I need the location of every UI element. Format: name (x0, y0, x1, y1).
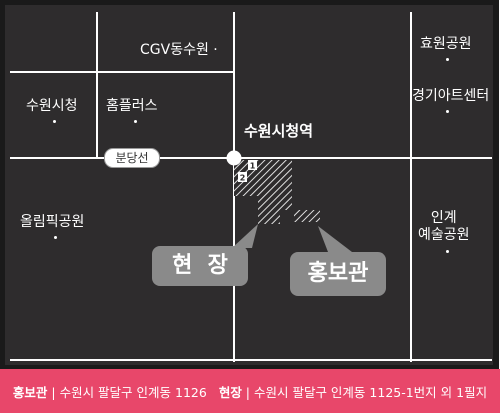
dot-gyeonggi-art-center (446, 110, 449, 113)
label-suwon-city-hall-station: 수원시청역 (244, 122, 314, 140)
pr-hall-callout: 홍보관 (290, 252, 386, 296)
pr-hall-hatch (294, 210, 320, 222)
station-marker (226, 150, 242, 166)
label-olympic-park: 올림픽공원 (20, 214, 85, 230)
footer-pr-label: 홍보관 (12, 384, 48, 400)
bundang-line-badge: 분당선 (104, 148, 160, 168)
dot-homeplus (134, 120, 137, 123)
dot-ingye-arts-park (446, 250, 449, 253)
exit-1-marker (248, 160, 257, 170)
label-gyeonggi-art-center: 경기아트센터 (412, 88, 490, 104)
address-footer: 홍보관 | 수원시 팔달구 인계동 1126 현장 | 수원시 팔달구 인계동 … (0, 369, 500, 413)
exit-2-label: 2 (240, 174, 246, 183)
dot-olympic-park (54, 236, 57, 239)
site-hatch (234, 160, 320, 224)
pr-hall-callout-pointer (318, 226, 352, 252)
exit-2-marker (238, 172, 247, 182)
footer-site-address: | 수원시 팔달구 인계동 1125-1번지 외 1필지 (241, 384, 488, 400)
label-cgv: CGV동수원 · (140, 42, 218, 58)
dot-hyowon-park (446, 58, 449, 61)
footer-pr-address: | 수원시 팔달구 인계동 1126 (47, 384, 207, 400)
site-area-hatch (234, 160, 292, 224)
exit-1-label: 1 (250, 162, 256, 171)
site-callout-pointer (232, 224, 258, 248)
label-ingye-arts-park: 인계 예술공원 (418, 210, 470, 243)
dot-suwon-city-hall (53, 120, 56, 123)
footer-site-label: 현장 (218, 384, 242, 400)
label-suwon-city-hall: 수원시청 (26, 98, 78, 114)
site-callout: 현 장 (152, 246, 248, 286)
label-homeplus: 홈플러스 (106, 98, 158, 114)
label-hyowon-park: 효원공원 (420, 36, 472, 52)
